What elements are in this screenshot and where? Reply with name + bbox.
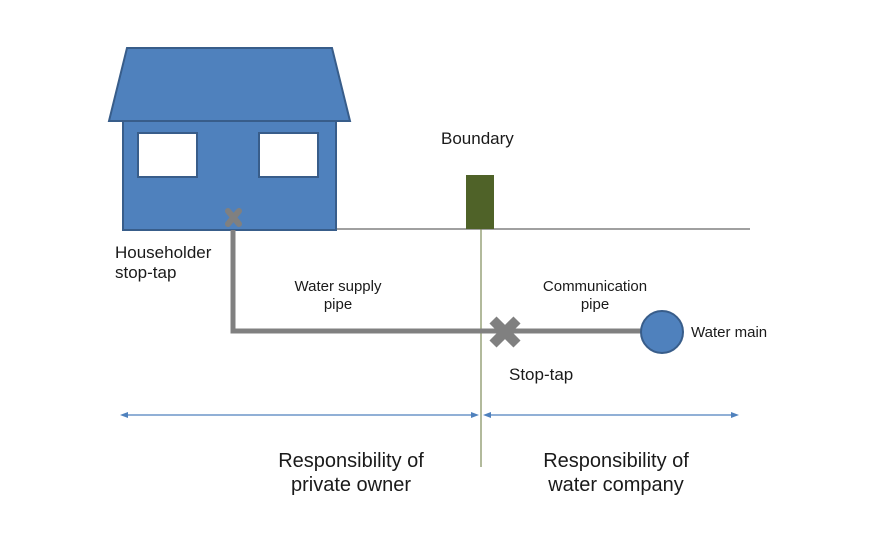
private-responsibility-arrow xyxy=(120,412,479,418)
water-main-icon xyxy=(640,310,684,354)
water-main-label: Water main xyxy=(691,324,768,341)
company-responsibility-label-line2: water company xyxy=(548,474,684,496)
communication-pipe-label-line1: Communication xyxy=(542,278,648,295)
house-window-right xyxy=(258,132,319,178)
house-window-left xyxy=(137,132,198,178)
water-supply-pipe-label-line1: Water supply xyxy=(294,278,382,295)
house-roof xyxy=(107,47,352,122)
householder-stoptap-label-line2: stop-tap xyxy=(115,263,177,283)
householder-stoptap-label-line1: Householder xyxy=(115,243,212,262)
water-supply-pipe-label: Water supply pipe xyxy=(278,278,398,314)
company-responsibility-label: Responsibility of water company xyxy=(521,449,711,497)
private-responsibility-label-line1: Responsibility of xyxy=(278,450,424,472)
boundary-post xyxy=(466,175,494,229)
company-responsibility-arrow xyxy=(483,412,739,418)
householder-stoptap-icon xyxy=(225,208,242,227)
house xyxy=(107,47,352,231)
company-responsibility-label-line1: Responsibility of xyxy=(543,450,689,472)
stoptap-label: Stop-tap xyxy=(509,365,574,384)
private-responsibility-label-line2: private owner xyxy=(290,474,412,496)
stoptap-icon xyxy=(489,316,521,348)
householder-stoptap-label: Householder stop-tap xyxy=(115,243,211,284)
water-supply-pipe xyxy=(230,230,505,334)
boundary-label: Boundary xyxy=(441,129,514,148)
communication-pipe-label: Communication pipe xyxy=(530,278,660,314)
water-supply-pipe-label-line2: pipe xyxy=(323,296,353,313)
private-responsibility-label: Responsibility of private owner xyxy=(256,449,446,497)
communication-pipe-label-line2: pipe xyxy=(580,296,610,313)
